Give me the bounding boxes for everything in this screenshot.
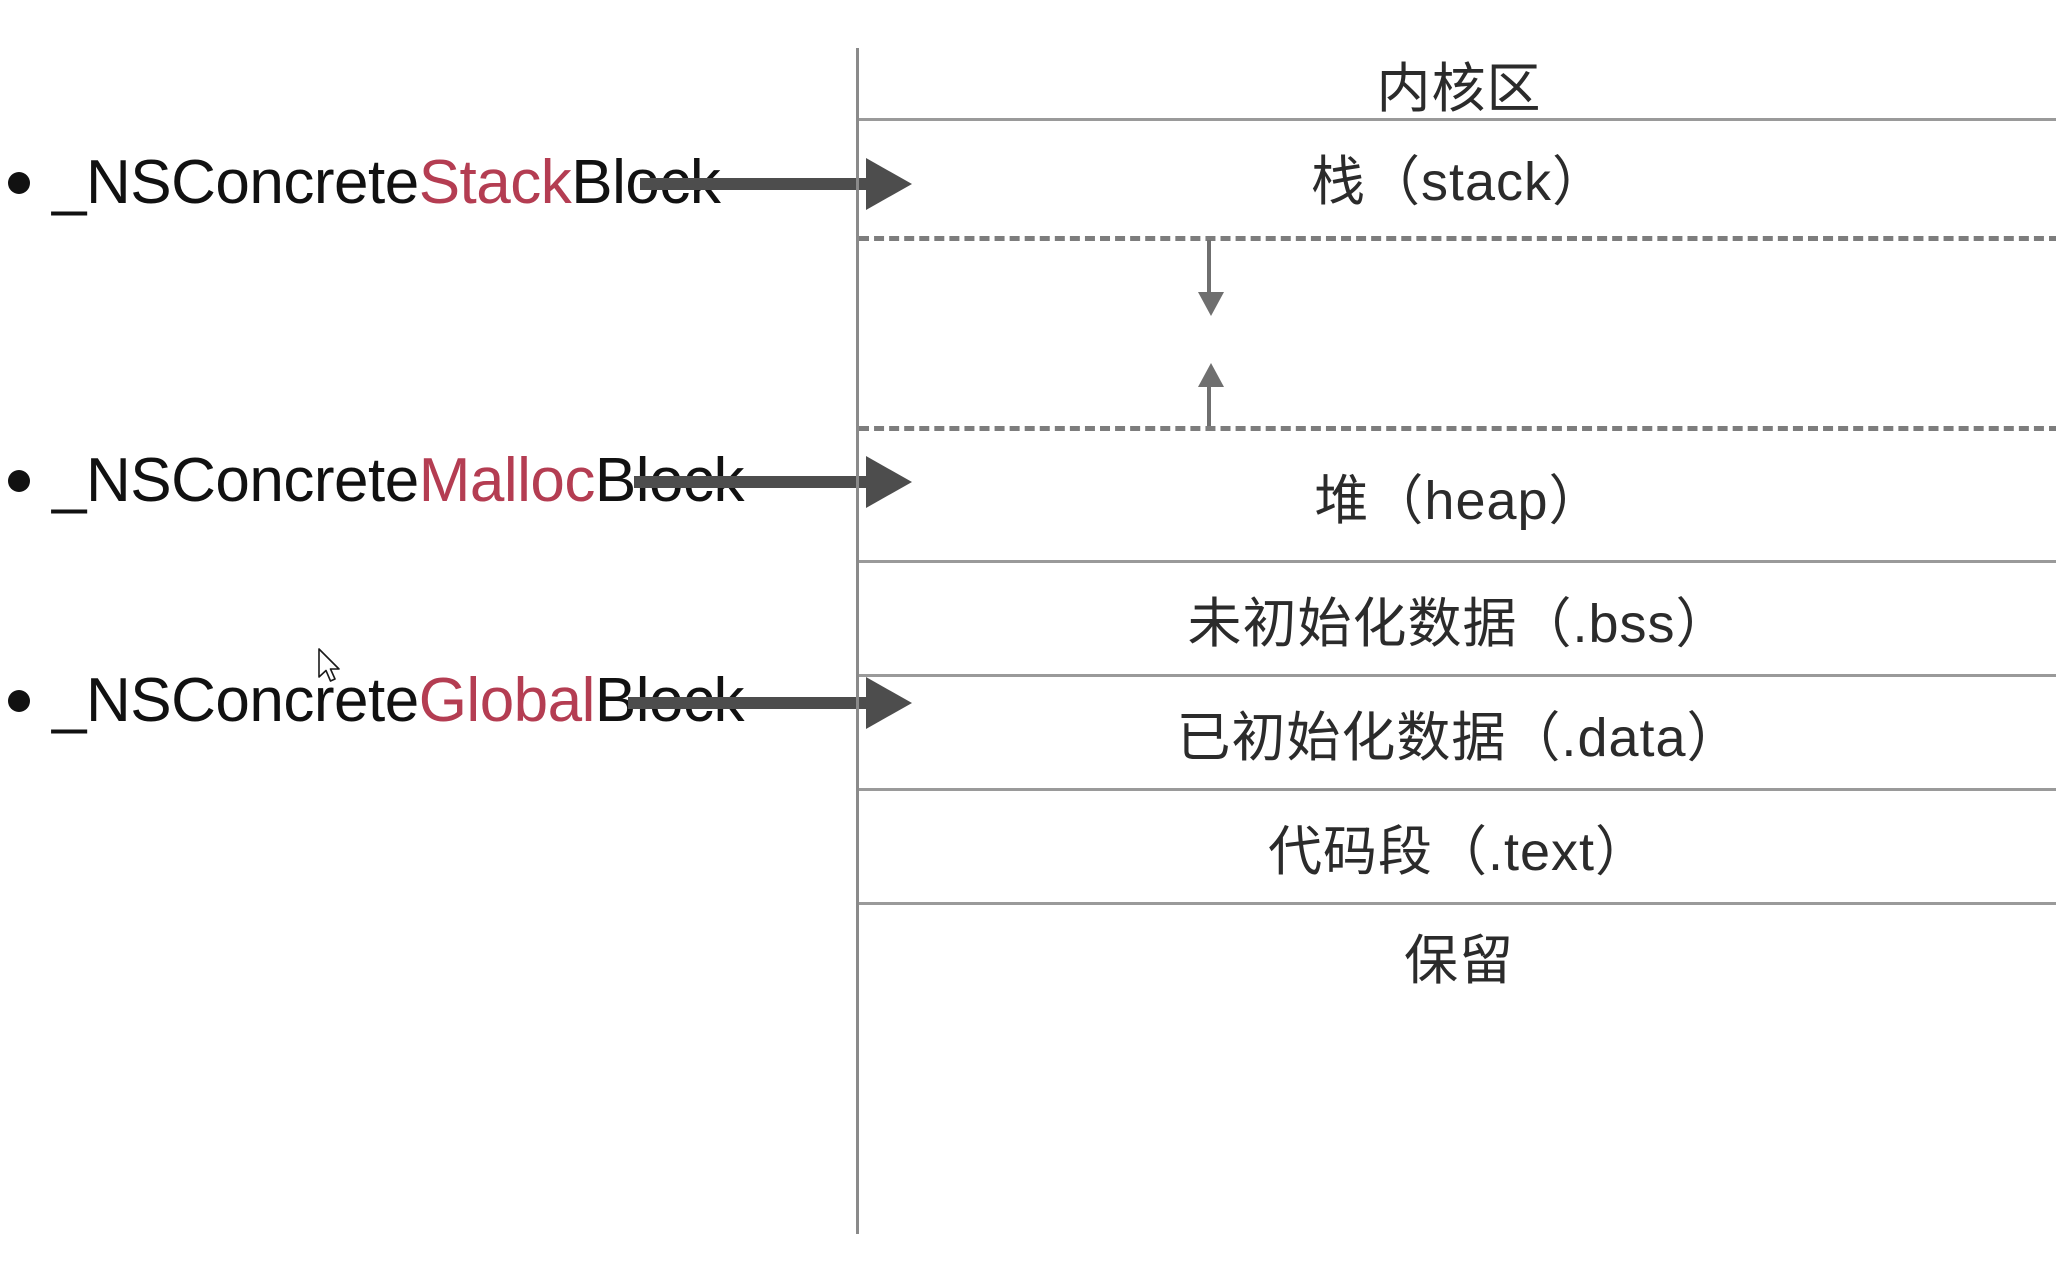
row-divider — [859, 560, 2056, 563]
row-label: 栈（stack） — [1310, 151, 1608, 212]
list-item-label: _NSConcreteGlobalBlock — [52, 670, 745, 732]
label-prefix: _NSConcrete — [52, 446, 419, 515]
arrowhead-global-icon — [866, 677, 912, 729]
memory-layout-table: 内核区 栈（stack） 堆（heap） 未初始化数据（.bss） 已初始化数据… — [856, 48, 2056, 1234]
bullet-dot-icon — [8, 690, 30, 712]
arrowhead-malloc-icon — [866, 456, 912, 508]
row-divider — [859, 674, 2056, 677]
row-label: 保留 — [1404, 930, 1514, 991]
label-highlight: Malloc — [418, 446, 596, 515]
row-divider — [859, 788, 2056, 791]
table-row-reserved: 保留 — [859, 905, 2056, 1005]
table-row-bss: 未初始化数据（.bss） — [859, 563, 2056, 674]
table-row-stack: 栈（stack） — [859, 121, 2056, 231]
list-item: _NSConcreteMallocBlock — [0, 450, 744, 512]
list-item-label: _NSConcreteMallocBlock — [52, 450, 744, 512]
label-highlight: Stack — [418, 148, 572, 217]
list-item-label: _NSConcreteStackBlock — [52, 152, 721, 214]
arrowhead-stack-icon — [866, 158, 912, 210]
row-divider — [859, 118, 2056, 121]
row-label: 内核区 — [1376, 58, 1542, 119]
heap-growth-arrow-head-icon — [1198, 363, 1224, 387]
row-label: 代码段（.text） — [1267, 822, 1651, 882]
list-item: _NSConcreteStackBlock — [0, 152, 721, 214]
heap-growth-arrow-stem — [1207, 385, 1211, 427]
heap-boundary-dashed — [859, 426, 2056, 431]
label-prefix: _NSConcrete — [52, 148, 419, 217]
table-row-heap: 堆（heap） — [859, 430, 2056, 560]
stack-boundary-dashed — [859, 236, 2056, 241]
connector-line-global — [628, 697, 878, 709]
stack-growth-arrow-head-icon — [1198, 292, 1224, 316]
table-row-data: 已初始化数据（.data） — [859, 677, 2056, 788]
row-label: 已初始化数据（.data） — [1176, 708, 1742, 768]
list-item: _NSConcreteGlobalBlock — [0, 670, 745, 732]
stack-growth-arrow-stem — [1207, 240, 1211, 302]
label-prefix: _NSConcrete — [52, 666, 419, 735]
row-divider — [859, 902, 2056, 905]
table-row-text: 代码段（.text） — [859, 791, 2056, 902]
row-label: 堆（heap） — [1314, 470, 1604, 531]
bullet-dot-icon — [8, 172, 30, 194]
block-type-list: _NSConcreteStackBlock _NSConcreteMallocB… — [0, 0, 856, 1282]
connector-line-malloc — [634, 476, 878, 488]
connector-line-stack — [640, 178, 878, 190]
row-label: 未初始化数据（.bss） — [1187, 594, 1731, 654]
table-row-kernel: 内核区 — [859, 48, 2056, 119]
bullet-dot-icon — [8, 470, 30, 492]
label-highlight: Global — [418, 666, 596, 735]
